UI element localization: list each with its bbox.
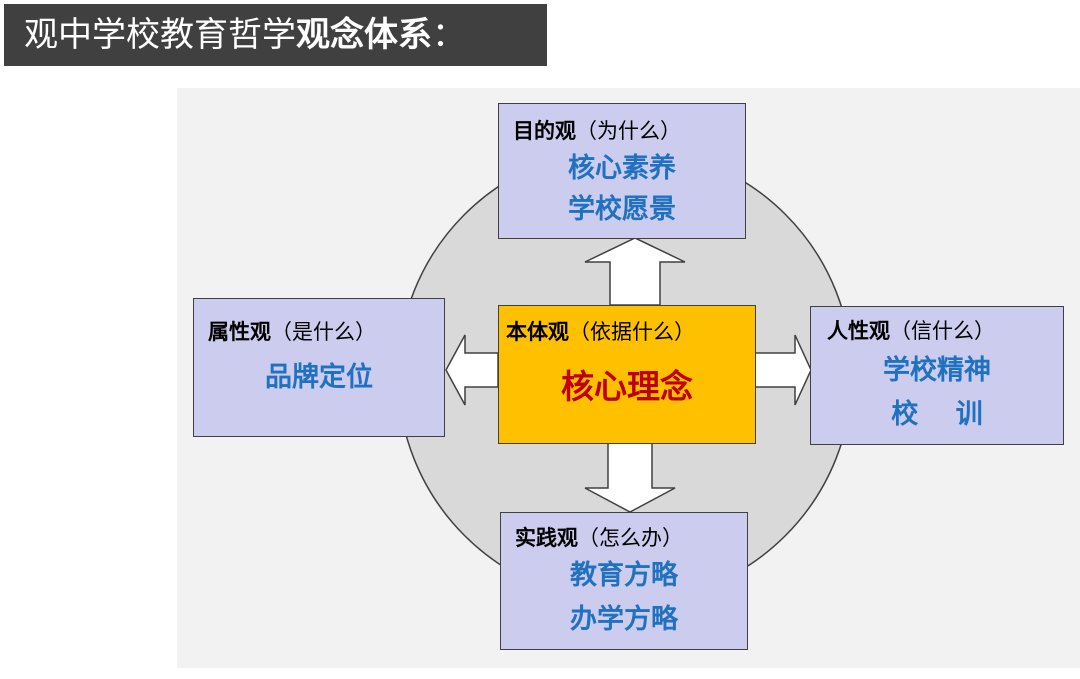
arrow-down	[584, 442, 676, 513]
box-purpose-question: （为什么）	[576, 119, 681, 143]
box-ontology-question: （依据什么）	[569, 320, 695, 344]
box-purpose-line-1: 核心素养	[568, 153, 676, 184]
box-humanity: 人性观（信什么） 学校精神 校 训	[810, 306, 1064, 445]
box-ontology-line-1: 核心理念	[561, 367, 693, 406]
arrow-up	[584, 237, 686, 306]
title-banner: 观中学校教育哲学观念体系：	[4, 4, 547, 66]
box-attribute-line-1: 品牌定位	[265, 362, 373, 393]
box-practice-heading: 实践观（怎么办）	[515, 524, 683, 552]
arrow-left	[445, 334, 499, 406]
box-purpose: 目的观（为什么） 核心素养 学校愿景	[498, 103, 746, 239]
box-humanity-line-2: 校 训	[891, 399, 983, 430]
box-humanity-key: 人性观	[827, 319, 890, 343]
box-attribute-question: （是什么）	[271, 320, 376, 344]
box-humanity-heading: 人性观（信什么）	[827, 317, 995, 345]
box-purpose-line-2: 学校愿景	[568, 194, 676, 225]
box-practice-key: 实践观	[515, 526, 578, 550]
box-practice: 实践观（怎么办） 教育方略 办学方略	[500, 512, 748, 650]
arrow-right	[754, 334, 812, 406]
box-humanity-question: （信什么）	[890, 319, 995, 343]
box-purpose-key: 目的观	[513, 119, 576, 143]
box-humanity-line-1: 学校精神	[883, 355, 991, 386]
title-bold: 观念体系	[296, 15, 432, 55]
box-attribute-heading: 属性观（是什么）	[208, 318, 376, 346]
box-practice-line-1: 教育方略	[570, 560, 678, 591]
title-normal: 观中学校教育哲学	[24, 15, 296, 55]
box-attribute-key: 属性观	[208, 320, 271, 344]
box-practice-line-2: 办学方略	[570, 604, 678, 635]
box-purpose-heading: 目的观（为什么）	[513, 117, 681, 145]
box-practice-question: （怎么办）	[578, 526, 683, 550]
box-ontology-key: 本体观	[506, 320, 569, 344]
box-ontology-heading: 本体观（依据什么）	[506, 318, 695, 346]
page-title: 观中学校教育哲学观念体系：	[24, 12, 466, 58]
box-ontology: 本体观（依据什么） 核心理念	[498, 305, 756, 444]
title-colon: ：	[432, 15, 466, 55]
box-attribute: 属性观（是什么） 品牌定位	[193, 298, 445, 437]
